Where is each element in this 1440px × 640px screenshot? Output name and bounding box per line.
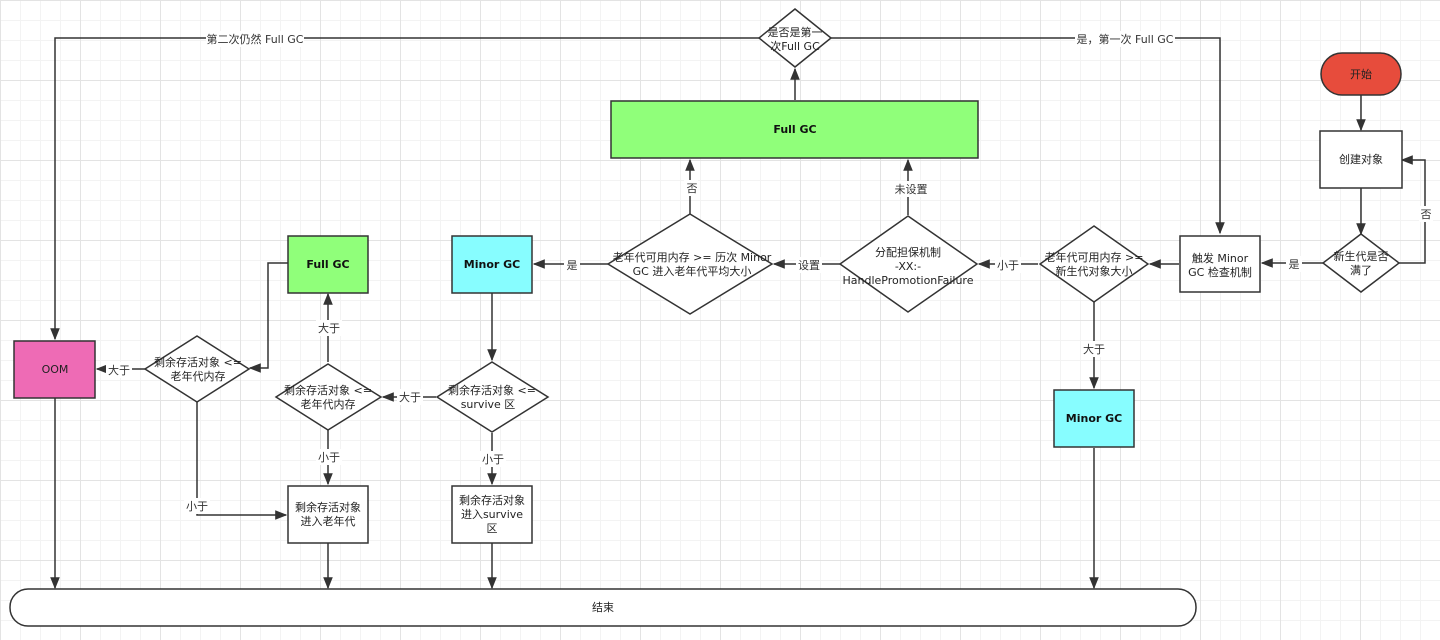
label-less-1: 小于 [997,259,1019,272]
old-vs-young-line-1: 老年代可用内存 >= [1045,250,1144,264]
label-yes-1: 是 [1289,258,1300,271]
oom-label: OOM [42,363,69,376]
edge-second-oom [50,37,759,341]
young-full-decision: 新生代是否 满了 [1321,233,1401,293]
old-mem-check-2-line-2: 老年代内存 [171,369,226,383]
label-set: 设置 [798,259,820,272]
edge-first-yes [831,37,1225,235]
into-survive-line-1: 剩余存活对象 [459,493,525,507]
trigger-minor-node: 触发 Minor GC 检查机制 [1179,235,1261,293]
edges [50,37,1426,590]
survive-check-line-2: survive 区 [461,398,516,411]
old-vs-avg-line-2: GC 进入老年代平均大小 [633,264,752,278]
full-gc-top-node: Full GC [610,100,979,159]
promotion-line-3: HandlePromotionFailure [843,274,974,287]
promotion-failure-decision: 分配担保机制 -XX:- HandlePromotionFailure [838,215,979,313]
edge-labels: 否 是 大于 小于 未设置 设置 否 是 是，第一次 Full GC 第二次仍然… [106,31,1433,514]
old-vs-young-decision: 老年代可用内存 >= 新生代对象大小 [1038,225,1150,303]
into-survive-node: 剩余存活对象 进入survive 区 [451,485,533,544]
edge-check2-less [196,402,288,520]
create-object-label: 创建对象 [1339,152,1383,166]
minor-gc-mid-label: Minor GC [464,258,520,271]
label-no-1: 否 [1421,208,1432,221]
label-less-4: 小于 [186,500,208,513]
old-vs-avg-decision: 老年代可用内存 >= 历次 Minor GC 进入老年代平均大小 [606,213,774,315]
full-gc-mid-node: Full GC [287,235,369,294]
first-full-gc-decision: 是否是第一 次Full GC [757,8,833,68]
survive-check-decision: 剩余存活对象 <= survive 区 [435,361,550,433]
old-mem-check-line-2: 老年代内存 [301,397,356,411]
promotion-line-2: -XX:- [895,260,921,273]
label-second-full: 第二次仍然 Full GC [206,32,303,46]
end-label: 结束 [592,601,614,614]
minor-gc-mid-node: Minor GC [451,235,533,294]
old-mem-check-2-decision: 剩余存活对象 <= 老年代内存 [143,335,251,403]
end-node: 结束 [9,588,1197,627]
first-full-line-1: 是否是第一 [768,25,823,39]
young-full-line-2: 满了 [1350,264,1372,277]
survive-check-line-1: 剩余存活对象 <= [448,383,536,397]
old-vs-young-line-2: 新生代对象大小 [1056,264,1133,278]
old-mem-check-2-line-1: 剩余存活对象 <= [154,355,242,369]
minor-gc-right-label: Minor GC [1066,412,1122,425]
minor-gc-right-node: Minor GC [1053,389,1135,448]
old-mem-check-line-1: 剩余存活对象 <= [284,383,372,397]
create-object-node: 创建对象 [1319,130,1403,189]
into-survive-line-2: 进入survive [461,508,523,521]
full-gc-top-label: Full GC [773,123,816,136]
old-vs-avg-line-1: 老年代可用内存 >= 历次 Minor [613,250,772,264]
start-node: 开始 [1320,52,1402,96]
label-first-yes: 是，第一次 Full GC [1076,32,1173,46]
start-label: 开始 [1350,67,1372,81]
label-more-1: 大于 [1083,342,1105,356]
trigger-minor-line-2: GC 检查机制 [1188,265,1252,279]
old-mem-check-decision: 剩余存活对象 <= 老年代内存 [274,363,383,431]
label-not-set: 未设置 [895,183,928,196]
first-full-line-2: 次Full GC [770,39,820,53]
into-old-line-1: 剩余存活对象 [295,500,361,514]
into-old-node: 剩余存活对象 进入老年代 [287,485,369,544]
label-less-2: 小于 [482,453,504,466]
label-more-2: 大于 [399,390,421,404]
into-old-line-2: 进入老年代 [301,514,356,528]
label-less-3: 小于 [318,451,340,464]
into-survive-line-3: 区 [487,522,498,535]
label-more-4: 大于 [108,363,130,377]
edge-fullgc-check2 [248,262,288,373]
young-full-line-1: 新生代是否 [1334,249,1389,263]
promotion-line-1: 分配担保机制 [875,245,941,259]
oom-node: OOM [13,340,96,399]
trigger-minor-line-1: 触发 Minor [1192,251,1249,265]
label-yes-2: 是 [567,259,578,272]
full-gc-mid-label: Full GC [306,258,349,271]
label-more-3: 大于 [318,321,340,335]
label-no-2: 否 [687,182,698,195]
